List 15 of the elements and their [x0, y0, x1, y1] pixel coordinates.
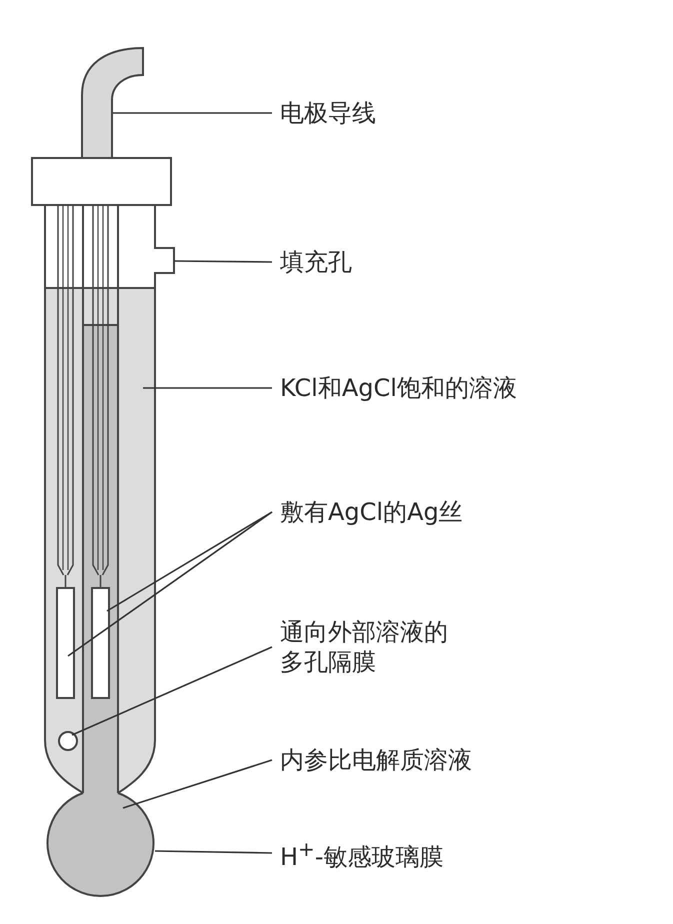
part-label: 通向外部溶液的多孔隔膜 — [280, 617, 450, 677]
part-label: KCl和AgCl饱和的溶液 — [280, 373, 660, 403]
part-label: H$^{+}$-敏感玻璃膜 — [280, 834, 660, 872]
part-label: 敷有AgCl的Ag丝 — [280, 497, 660, 527]
part-label: 填充孔 — [280, 247, 580, 277]
leader-line — [113, 112, 272, 114]
leader-line — [143, 387, 272, 389]
leader-line — [154, 850, 272, 854]
leader-line — [174, 260, 272, 263]
leader-line — [122, 759, 272, 809]
leader-line — [68, 511, 272, 657]
part-label: 电极导线 — [280, 98, 580, 128]
part-label: 内参比电解质溶液 — [280, 745, 660, 775]
leader-line — [106, 511, 272, 612]
leader-line — [72, 646, 272, 736]
